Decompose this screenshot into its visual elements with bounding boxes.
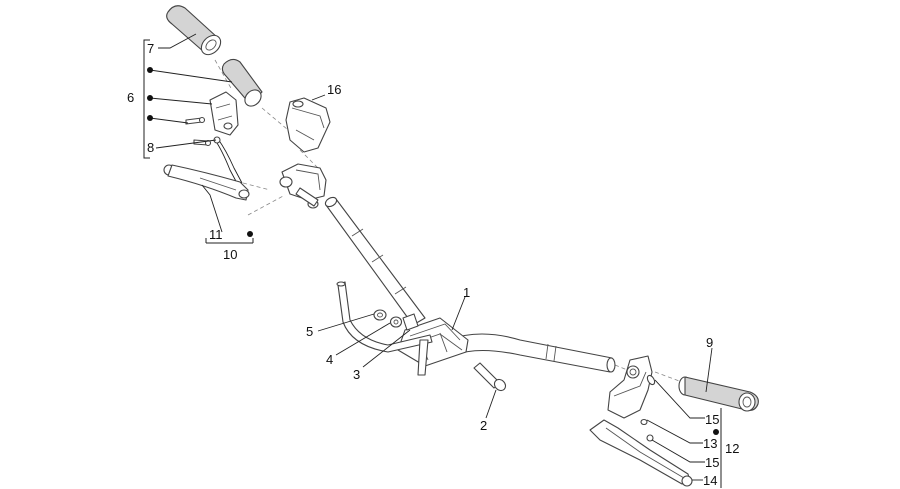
callout-9: 9 — [706, 335, 713, 350]
callout-5: 5 — [306, 324, 313, 339]
right-master-cylinder — [607, 355, 656, 426]
master-cylinder-cover — [285, 97, 331, 153]
right-brake-lever — [589, 419, 693, 487]
callout-labels: 7 6 8 16 11 10 1 5 4 3 2 9 15 13 12 15 1… — [127, 41, 739, 488]
callout-1: 1 — [463, 285, 470, 300]
callout-16: 16 — [327, 82, 341, 97]
callout-2: 2 — [480, 418, 487, 433]
callout-8: 8 — [147, 140, 154, 155]
callout-15-lower: 15 — [705, 455, 719, 470]
callout-13: 13 — [703, 436, 717, 451]
group-brackets — [143, 39, 722, 488]
callout-7: 7 — [147, 41, 154, 56]
callout-14: 14 — [703, 473, 717, 488]
callout-11: 11 — [209, 227, 223, 242]
leader-lines — [149, 33, 713, 481]
long-bolt — [473, 362, 507, 392]
left-brake-lever — [163, 164, 250, 201]
callout-4: 4 — [326, 352, 333, 367]
callout-12: 12 — [725, 441, 739, 456]
right-grip — [678, 376, 759, 412]
callout-6: 6 — [127, 90, 134, 105]
callout-10: 10 — [223, 247, 237, 262]
throttle-housing — [185, 91, 239, 147]
handlebar-tube — [324, 196, 616, 376]
washers-and-nut — [373, 309, 419, 331]
callout-15-upper: 15 — [705, 412, 719, 427]
left-grip — [166, 5, 222, 56]
throttle-tube — [221, 58, 263, 107]
left-master-cylinder — [279, 163, 327, 209]
callout-3: 3 — [353, 367, 360, 382]
